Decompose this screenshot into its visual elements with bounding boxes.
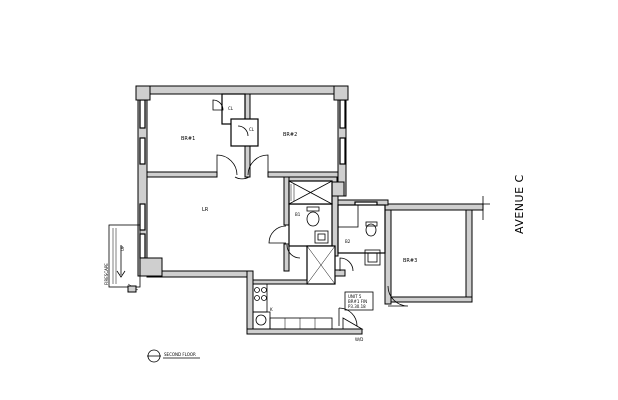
room-label-lr: LR — [202, 207, 209, 213]
room-label-b1: B1 — [295, 212, 301, 217]
doors — [212, 99, 409, 327]
room-label-wd: W/D — [355, 337, 363, 342]
room-label-br3: BR#3 — [403, 258, 417, 264]
fire-escape-label: FIRESCAPE — [104, 263, 109, 285]
corner-column — [135, 85, 151, 101]
room-label-closet-1: CL — [228, 106, 234, 111]
corner-column — [139, 257, 163, 277]
street-line — [480, 196, 490, 220]
room-label-closet-2: CL — [249, 127, 255, 132]
fixtures — [252, 204, 381, 330]
unit-tag-line-3: P3.30.18 — [348, 304, 366, 309]
room-label-br1: BR#1 — [181, 136, 195, 142]
interior-walls — [146, 93, 386, 285]
room-label-b2: B2 — [345, 239, 351, 244]
corner-column — [333, 85, 349, 101]
floor-title: SECOND FLOOR — [147, 349, 200, 363]
street-label: AVENUE C — [513, 174, 526, 234]
fire-escape — [108, 224, 141, 293]
closet-hatch — [288, 180, 336, 285]
unit-tag-line-2: BR#1 FIN — [348, 299, 367, 304]
room-label-k: K — [270, 307, 273, 312]
unit-tag-line-1: UNIT 5 — [348, 294, 362, 299]
floor-title-label: SECOND FLOOR — [164, 352, 196, 357]
up-label: UP — [120, 245, 125, 251]
room-label-br2: BR#2 — [283, 132, 297, 138]
